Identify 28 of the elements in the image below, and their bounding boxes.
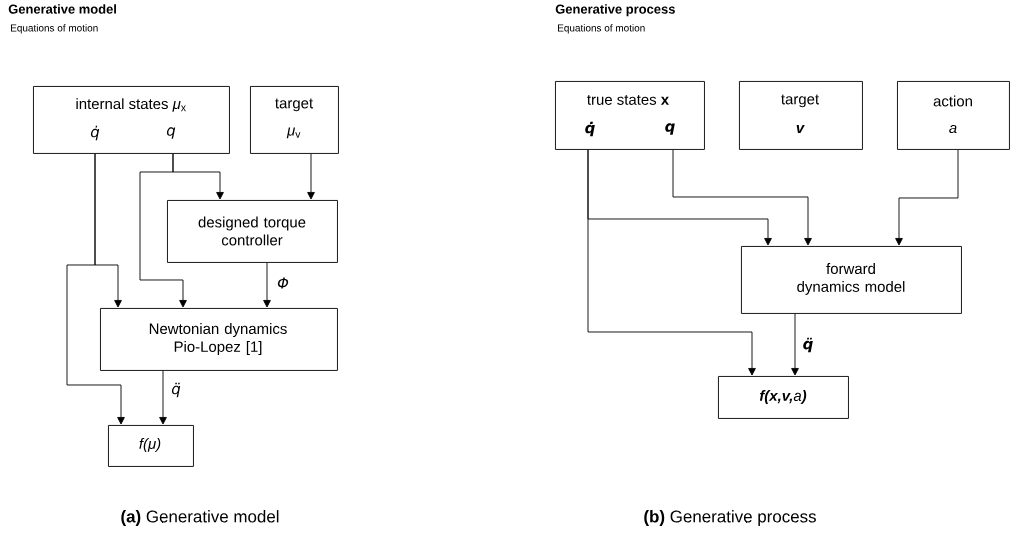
process-box: true states x q̇ q bbox=[555, 81, 705, 150]
process-box: forward dynamics model bbox=[741, 246, 962, 314]
arrow bbox=[159, 370, 167, 425]
arrow bbox=[263, 262, 271, 308]
process-box: Newtonian dynamics Pio-Lopez [1] bbox=[100, 308, 338, 371]
arrow bbox=[66, 153, 125, 425]
process-box: action a bbox=[897, 81, 1010, 150]
arrow bbox=[307, 153, 315, 200]
panel-title: Generative model bbox=[8, 4, 116, 14]
panel-title: Generative process bbox=[555, 4, 675, 17]
edge-label: Φ bbox=[276, 276, 290, 290]
arrow bbox=[895, 149, 959, 246]
arrow bbox=[587, 149, 756, 376]
process-box: f(μ) bbox=[108, 425, 194, 467]
edge-label: q̈ bbox=[801, 336, 815, 354]
process-box: f(x,v,a) bbox=[718, 376, 849, 419]
process-box: target μ$_{v}$ bbox=[250, 86, 339, 154]
panel-subtitle: Equations of motion bbox=[11, 24, 98, 34]
figure-caption: (b) Generative process bbox=[644, 510, 816, 526]
process-box: internal states μ$_{x}$ q̇ q bbox=[33, 86, 230, 154]
arrow bbox=[791, 313, 799, 376]
arrow bbox=[139, 153, 187, 308]
panel-subtitle: Equations of motion bbox=[558, 24, 645, 34]
figure-caption: (a) Generative model bbox=[121, 510, 279, 526]
process-box: designed torque controller bbox=[167, 200, 338, 263]
arrow bbox=[672, 149, 812, 246]
process-box: target v bbox=[739, 81, 863, 150]
edge-label: q̈ bbox=[170, 381, 182, 399]
